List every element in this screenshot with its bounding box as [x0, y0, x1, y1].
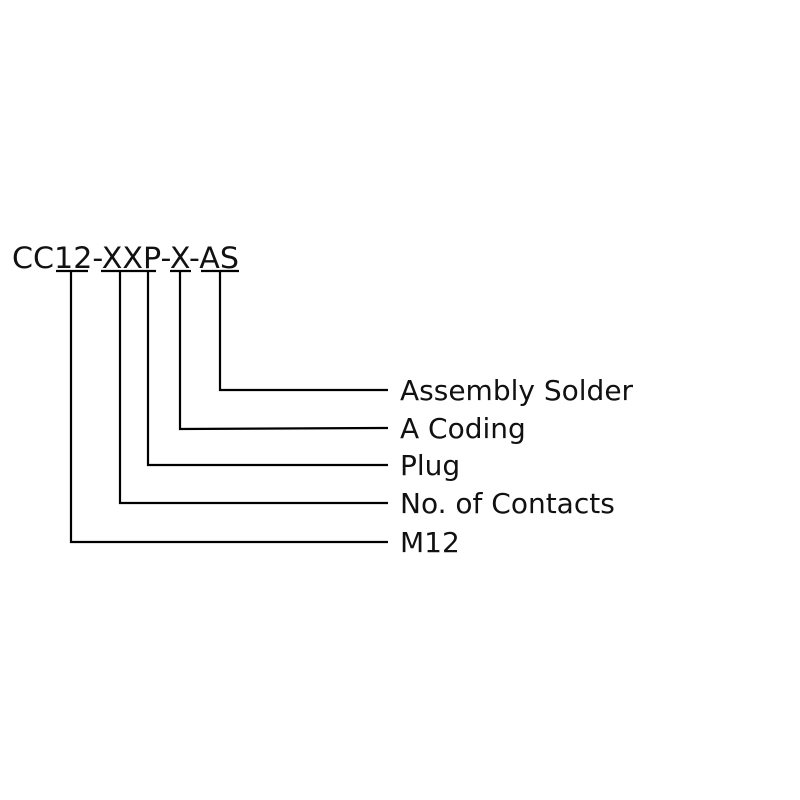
label-assembly-solder: Assembly Solder — [400, 374, 634, 407]
dash: - — [92, 241, 102, 275]
leader-m12 — [69, 271, 388, 544]
label-m12: M12 — [400, 526, 460, 559]
segment-size: 12 — [54, 241, 92, 275]
segment-assembly: AS — [199, 241, 239, 275]
leader-plug — [146, 271, 388, 467]
label-a-coding: A Coding — [400, 412, 526, 445]
leader-contacts — [118, 271, 388, 505]
leader-assembly-solder — [218, 271, 388, 392]
label-no-of-contacts: No. of Contacts — [400, 487, 615, 520]
segment-coding: X — [170, 241, 190, 275]
segment-contacts-plug: XXP — [102, 241, 161, 275]
label-plug: Plug — [400, 449, 460, 482]
dash: - — [161, 241, 171, 275]
part-number: CC12-XXP-X-AS — [12, 241, 239, 275]
leader-a-coding — [178, 271, 389, 431]
dash: - — [189, 241, 199, 275]
prefix: CC — [12, 241, 54, 275]
